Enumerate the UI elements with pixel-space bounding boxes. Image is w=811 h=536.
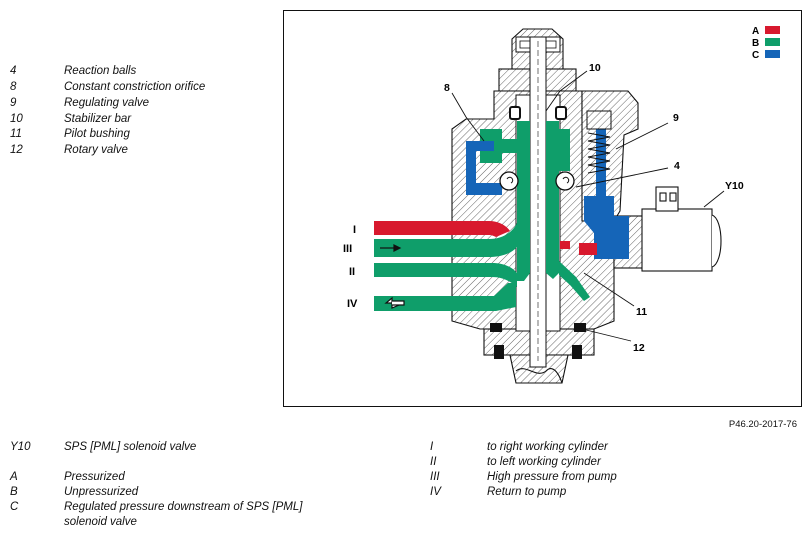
- swatch-b: [765, 38, 780, 46]
- key-row: [10, 455, 302, 470]
- color-key: A B C: [752, 26, 780, 61]
- diagram-frame: A B C: [283, 10, 802, 407]
- callout-4: 4: [674, 160, 680, 172]
- seals: [490, 106, 586, 359]
- regulating-valve-spring: [586, 110, 612, 174]
- callout-9: 9: [673, 112, 679, 124]
- port-i-label: I: [353, 224, 356, 236]
- callout-8: 8: [444, 82, 450, 94]
- callout-12: 12: [633, 342, 645, 354]
- swatch-c: [765, 50, 780, 58]
- callout-leaders: [451, 70, 725, 342]
- callout-y10: Y10: [725, 180, 744, 192]
- solenoid-valve: [641, 186, 722, 272]
- key-letter-b: B: [752, 38, 759, 49]
- port-labels: I III II IV: [343, 224, 358, 310]
- callout-11: 11: [636, 306, 647, 318]
- reaction-balls: [499, 171, 575, 191]
- flow-arrows: [380, 244, 405, 309]
- figure-reference: P46.20-2017-76: [728, 419, 797, 430]
- key-row: solenoid valve: [64, 516, 137, 528]
- port-iv-label: IV: [347, 298, 358, 310]
- port-iii-label: III: [343, 243, 352, 255]
- port-ii-label: II: [349, 266, 355, 278]
- rotary-valve-diagram: A B C: [343, 26, 780, 384]
- red-passages: [374, 221, 597, 255]
- key-letter-c: C: [752, 50, 759, 61]
- callout-10: 10: [589, 62, 601, 74]
- key-letter-a: A: [752, 26, 759, 37]
- swatch-a: [765, 26, 780, 34]
- callout-labels: 8 10 9 4 Y10 11 12: [444, 62, 744, 354]
- green-passages: [374, 121, 590, 311]
